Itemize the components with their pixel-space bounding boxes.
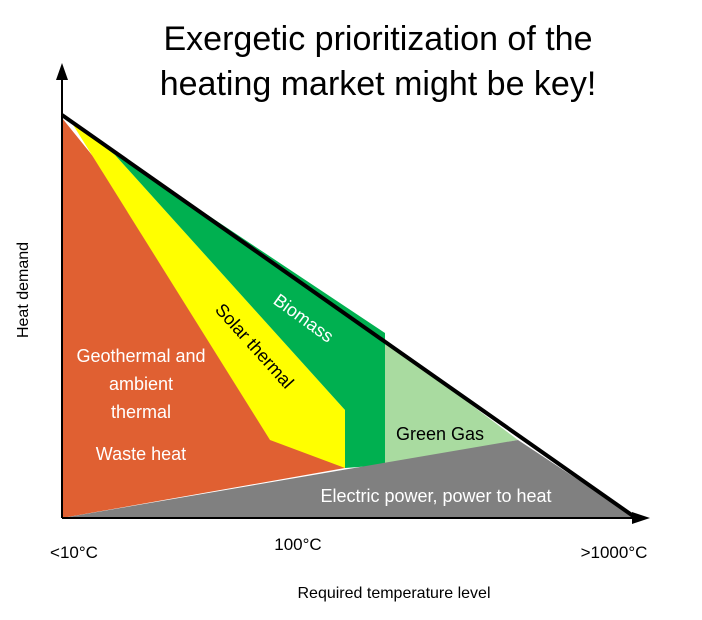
green-gas-label: Green Gas bbox=[396, 424, 484, 444]
electric-power-region bbox=[62, 440, 636, 518]
x-tick-mid: 100°C bbox=[274, 535, 321, 554]
x-axis-arrow-icon bbox=[632, 512, 650, 524]
title-line-1: Exergetic prioritization of the bbox=[164, 20, 593, 58]
green-gas-region bbox=[385, 340, 518, 465]
y-axis-arrow-icon bbox=[56, 63, 68, 80]
y-axis-title: Heat demand bbox=[15, 242, 32, 338]
x-tick-high: >1000°C bbox=[581, 543, 648, 562]
geothermal-label-line-1: Geothermal and bbox=[76, 346, 205, 366]
biomass-region bbox=[95, 140, 385, 468]
geothermal-label-line-3: thermal bbox=[111, 402, 171, 422]
diagonal-boundary-line bbox=[60, 113, 638, 520]
title-line-2: heating market might be key! bbox=[160, 65, 597, 103]
solar-thermal-region bbox=[70, 120, 345, 468]
electric-power-label: Electric power, power to heat bbox=[320, 486, 551, 506]
x-axis-title: Required temperature level bbox=[298, 585, 491, 602]
waste-heat-label: Waste heat bbox=[96, 444, 186, 464]
x-tick-low: <10°C bbox=[50, 543, 98, 562]
geothermal-label-line-2: ambient bbox=[109, 374, 173, 394]
